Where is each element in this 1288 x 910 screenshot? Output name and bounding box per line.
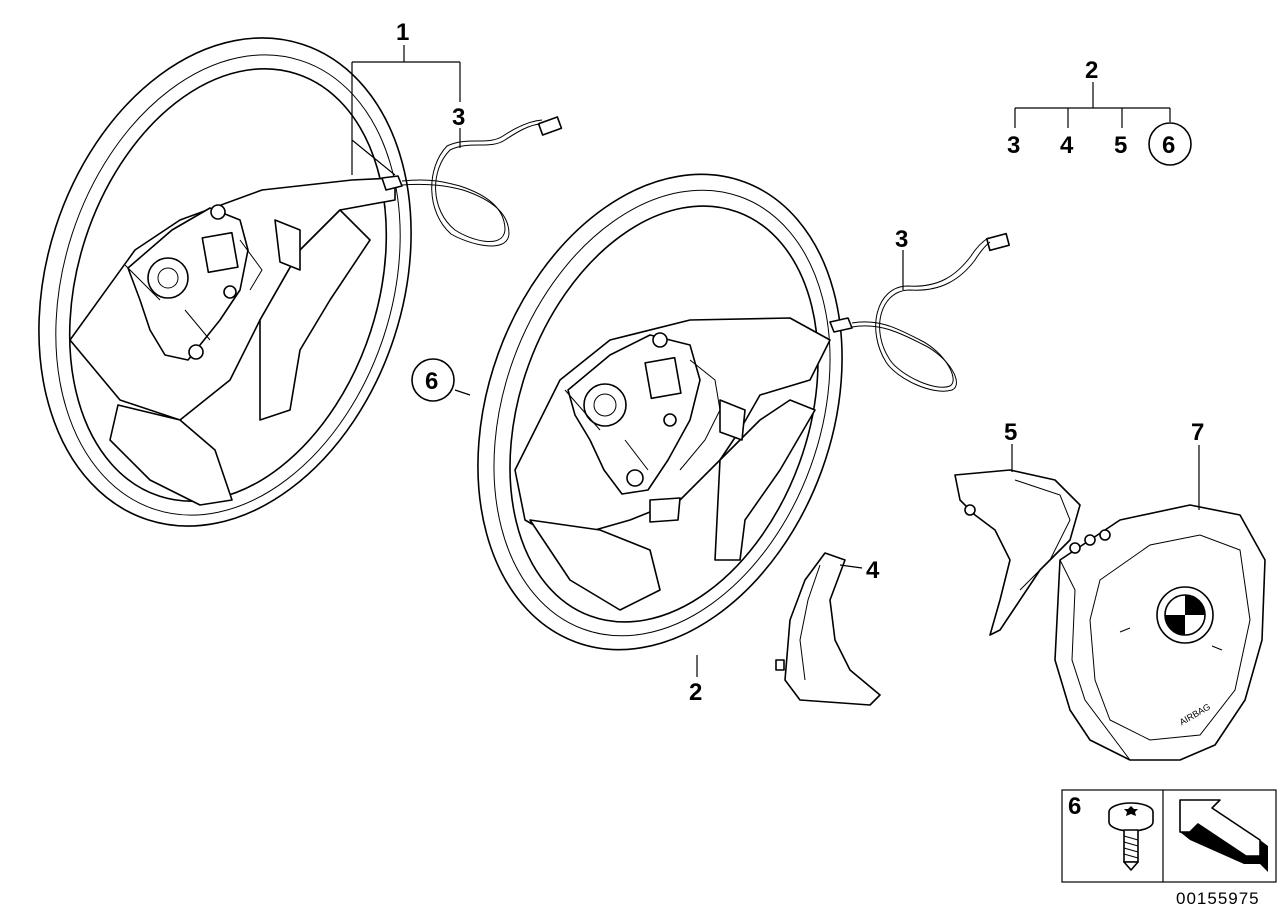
steering-wheel-2: [477, 173, 843, 651]
torx-bolt-icon: [1108, 802, 1154, 871]
callout-1: 1: [396, 19, 409, 46]
callout-sub-3: 3: [1007, 132, 1020, 159]
inset-callout-6: 6: [1068, 793, 1081, 820]
callout-6-left: 6: [425, 368, 438, 395]
callout-7: 7: [1191, 419, 1204, 446]
wiring-harness-3-right: [829, 232, 1011, 392]
callout-sub-6: 6: [1162, 132, 1175, 159]
callout-2-top: 2: [1085, 57, 1098, 84]
spoke-trim-cover-5: [954, 469, 1081, 636]
direction-arrow-icon: [1179, 799, 1268, 872]
steering-wheel-assembly-1: [38, 37, 412, 527]
callout-5: 5: [1004, 419, 1017, 446]
callout-sub-6-circle: [1148, 122, 1192, 166]
callout-6-left-circle: [411, 358, 455, 402]
wiring-harness-3-top: [381, 116, 563, 247]
callout-sub-5: 5: [1114, 132, 1127, 159]
callout-2-bottom: 2: [689, 679, 702, 706]
inset-box: 6: [1061, 789, 1277, 883]
callout-sub-4: 4: [1060, 132, 1074, 159]
callout-3-top: 3: [452, 104, 465, 131]
callout-numbers: 1 3 2 3 4 5 6 3 6 2 4 5 7: [396, 19, 1204, 706]
airbag-module-7: AIRBAG: [1054, 504, 1266, 761]
callout-3-right: 3: [895, 226, 908, 253]
document-number: 00155975: [1176, 889, 1260, 908]
leader-lines: [351, 45, 1200, 677]
callout-4: 4: [866, 557, 880, 584]
spoke-trim-cover-4: [775, 552, 881, 706]
